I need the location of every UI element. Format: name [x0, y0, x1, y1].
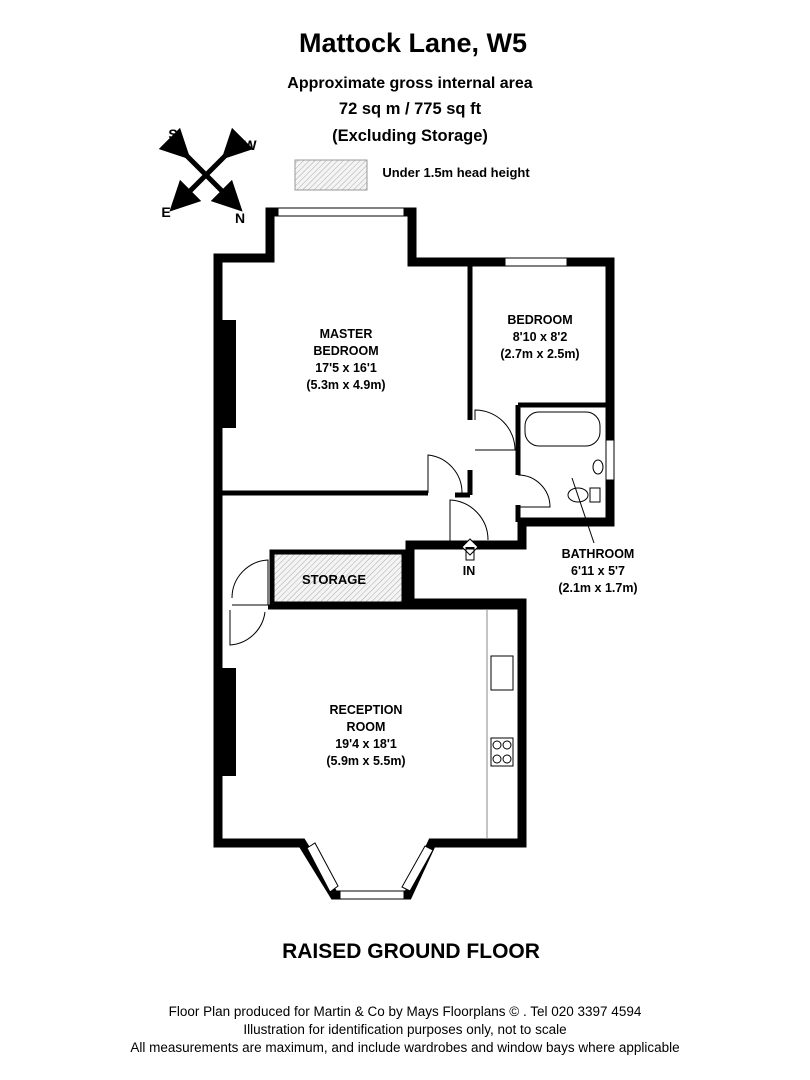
outer-walls: [213, 207, 615, 900]
hob-icon: [490, 737, 514, 767]
window: [306, 842, 339, 893]
window: [277, 207, 405, 217]
room-dimensions-metric: (2.1m x 1.7m): [558, 581, 638, 595]
window: [605, 439, 615, 481]
room-dimensions-imperial: 19'4 x 18'1: [335, 737, 397, 751]
front-door[interactable]: [449, 499, 489, 545]
door-master[interactable]: [427, 454, 463, 494]
room-name: BEDROOM: [313, 344, 379, 358]
footer-line: Illustration for identification purposes…: [243, 1022, 567, 1037]
area-note: (Excluding Storage): [332, 127, 488, 145]
entrance-arrow-icon: [461, 538, 479, 561]
page-title: Mattock Lane, W5: [298, 28, 528, 58]
room-name: BEDROOM: [507, 313, 573, 327]
door-bathroom[interactable]: [517, 474, 551, 508]
entrance-label: IN: [462, 564, 476, 578]
room-label-reception: RECEPTION ROOM 19'4 x 18'1 (5.9m x 5.5m): [326, 702, 405, 770]
door-storage[interactable]: [231, 559, 269, 606]
window: [401, 845, 434, 892]
storage-cupboard: [269, 549, 407, 607]
compass-w: W: [243, 137, 257, 153]
room-name: ROOM: [346, 720, 386, 734]
window: [504, 257, 568, 267]
legend-label: Under 1.5m head height: [382, 165, 530, 180]
room-label-storage: STORAGE: [301, 572, 367, 587]
legend-hatch-swatch: [294, 159, 368, 191]
room-label-master-bedroom: MASTER BEDROOM 17'5 x 16'1 (5.3m x 4.9m): [306, 326, 385, 394]
room-dimensions-metric: (2.7m x 2.5m): [500, 347, 580, 361]
room-dimensions-imperial: 8'10 x 8'2: [512, 330, 568, 344]
room-dimensions-metric: (5.9m x 5.5m): [326, 754, 406, 768]
room-label-bedroom: BEDROOM 8'10 x 8'2 (2.7m x 2.5m): [500, 312, 579, 363]
window: [339, 890, 405, 900]
chimney-breast: [222, 668, 236, 776]
door-reception[interactable]: [229, 610, 266, 646]
footer-line: All measurements are maximum, and includ…: [130, 1040, 680, 1055]
footer-line: Floor Plan produced for Martin & Co by M…: [168, 1004, 642, 1019]
room-label-bathroom: BATHROOM 6'11 x 5'7 (2.1m x 1.7m): [558, 546, 637, 597]
room-dimensions-imperial: 6'11 x 5'7: [571, 564, 625, 578]
compass-n: N: [234, 210, 246, 226]
floor-label: RAISED GROUND FLOOR: [282, 940, 540, 963]
room-name: BATHROOM: [561, 547, 635, 561]
room-name: MASTER: [319, 327, 373, 341]
compass-e: E: [161, 204, 171, 220]
door-bedroom[interactable]: [474, 409, 516, 451]
sink-icon: [490, 655, 514, 691]
area-label: Approximate gross internal area: [287, 75, 533, 92]
bathroom-pointer: [571, 477, 595, 544]
bath-icon: [524, 411, 601, 447]
area-value: 72 sq m / 775 sq ft: [338, 100, 482, 118]
room-dimensions-imperial: 17'5 x 16'1: [315, 361, 377, 375]
room-dimensions-metric: (5.3m x 4.9m): [306, 378, 386, 392]
chimney-breast: [222, 320, 236, 428]
compass-s: S: [168, 126, 178, 142]
room-name: RECEPTION: [329, 703, 403, 717]
cistern-icon: [589, 487, 601, 503]
internal-walls: [218, 262, 610, 610]
basin-icon: [592, 459, 604, 475]
compass-icon: [158, 127, 254, 212]
